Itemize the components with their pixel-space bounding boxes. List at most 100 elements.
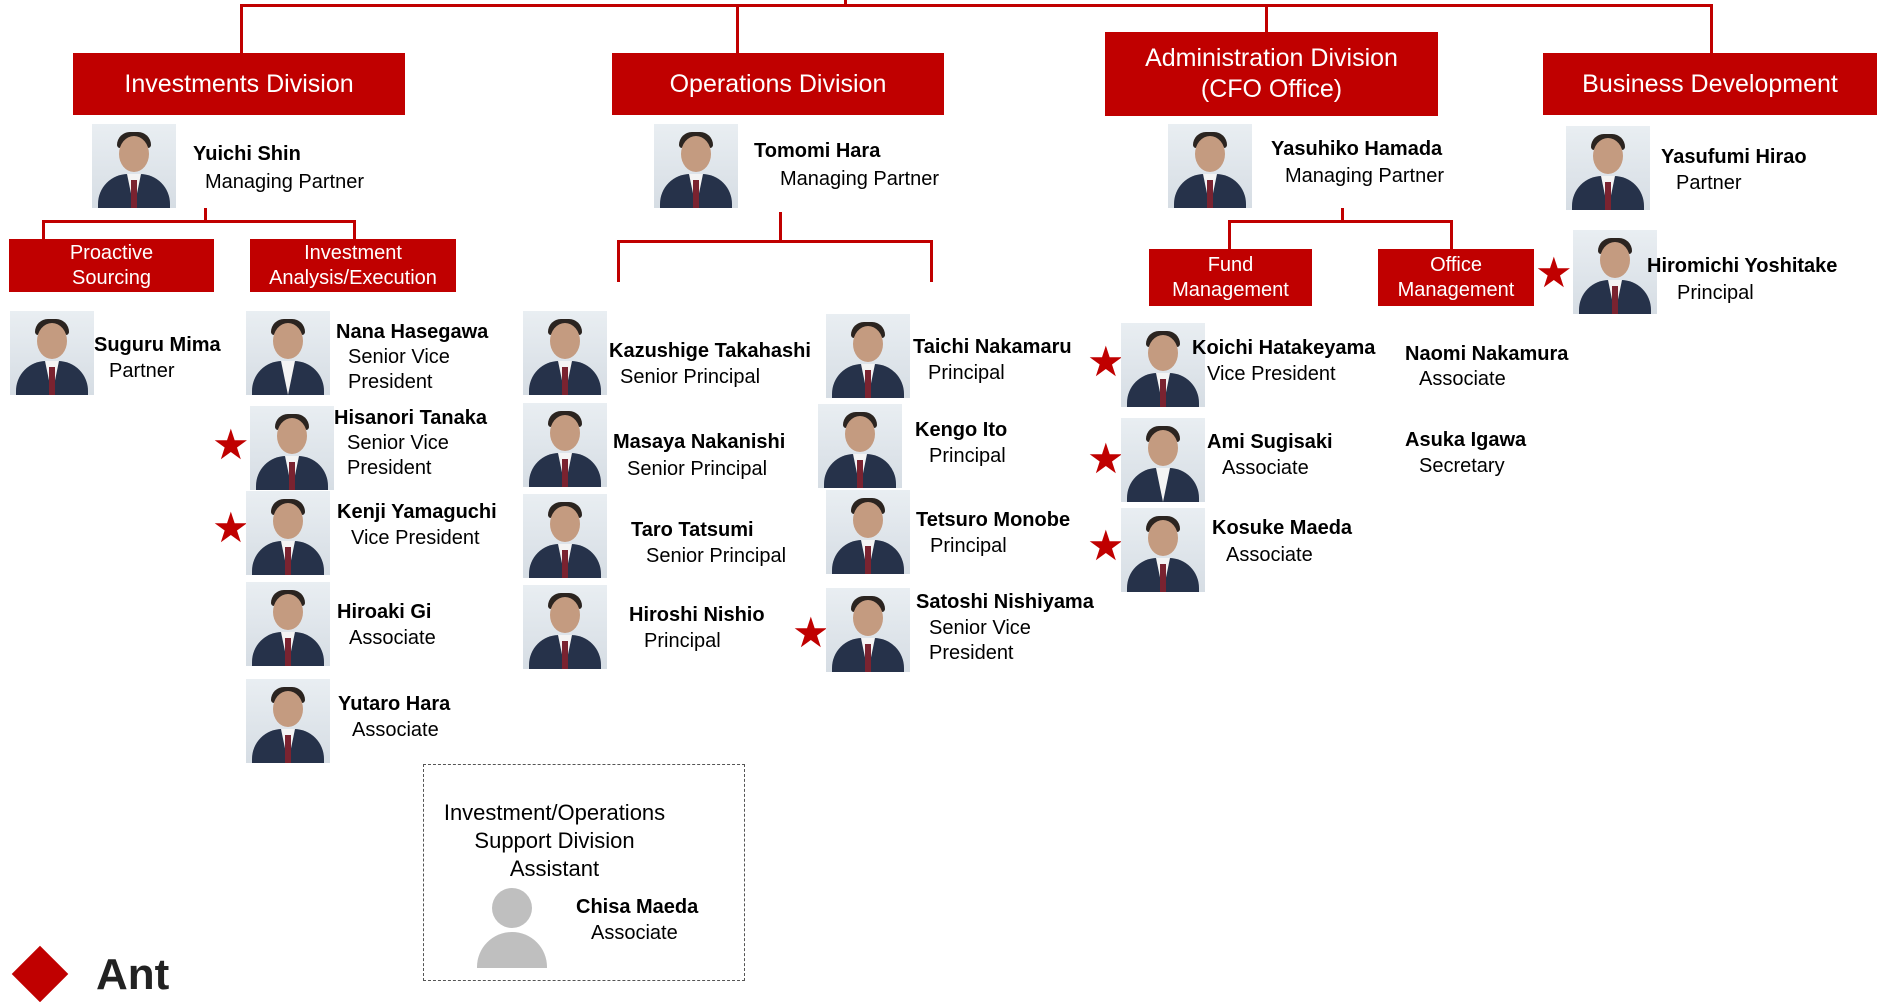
taro-tatsumi-role: Senior Principal [646, 545, 787, 567]
yutaro-hara-name: Yutaro Hara [338, 693, 451, 715]
kengo-ito-name: Kengo Ito [915, 419, 1008, 441]
office-management-label: Office Management [1397, 253, 1515, 301]
asuka-igawa-name: Asuka Igawa [1405, 429, 1527, 451]
business-dev-drop [1710, 4, 1713, 54]
hiroaki-gi-photo [246, 582, 330, 666]
fund-drop [1228, 220, 1231, 250]
star-icon: ★ [1087, 338, 1125, 385]
koichi-hatakeyama-name: Koichi Hatakeyama [1192, 337, 1376, 359]
person-silhouette-icon [477, 888, 547, 968]
proactive-sourcing-label: Proactive Sourcing [69, 241, 154, 289]
yuichi-shin-name: Yuichi Shin [193, 143, 301, 165]
hisanori-tanaka-name: Hisanori Tanaka [334, 407, 488, 429]
kosuke-maeda-role: Associate [1226, 544, 1313, 566]
asuka-igawa-role: Secretary [1419, 455, 1505, 477]
tetsuro-monobe-name: Tetsuro Monobe [916, 509, 1071, 531]
taichi-nakamaru-name: Taichi Nakamaru [913, 336, 1072, 358]
star-icon: ★ [792, 609, 830, 656]
hisanori-tanaka-role: Senior Vice President [347, 432, 449, 479]
naomi-nakamura-role: Associate [1419, 368, 1506, 390]
operations-division-box: Operations Division [612, 53, 944, 115]
hiroaki-gi-role: Associate [349, 627, 436, 649]
nana-hasegawa-role: Senior Vice President [348, 346, 450, 393]
investment-analysis-box: Investment Analysis/Execution [250, 239, 456, 292]
tomomi-hara-photo [654, 124, 738, 208]
suguru-mima-photo [10, 311, 94, 395]
tomomi-hara-name: Tomomi Hara [754, 140, 881, 162]
kenji-yamaguchi-role: Vice President [351, 527, 480, 549]
admin-sub-drop [1341, 208, 1344, 222]
top-connector-stub [844, 0, 847, 6]
tetsuro-monobe-role: Principal [930, 535, 1007, 557]
kengo-ito-role: Principal [929, 445, 1006, 467]
support-division-title: Investment/Operations Support Division A… [443, 800, 666, 881]
yutaro-hara-photo [246, 679, 330, 763]
nana-hasegawa-name: Nana Hasegawa [336, 321, 489, 343]
kazushige-takahashi-photo [523, 311, 607, 395]
kenji-yamaguchi-photo [246, 491, 330, 575]
investment-analysis-label: Investment Analysis/Execution [269, 241, 437, 289]
yutaro-hara-role: Associate [352, 719, 439, 741]
operations-left-drop [617, 240, 620, 282]
satoshi-nishiyama-name: Satoshi Nishiyama [916, 591, 1094, 613]
investments-sub-bar [42, 220, 356, 223]
yasufumi-hirao-name: Yasufumi Hirao [1661, 146, 1807, 168]
hiromichi-yoshitake-photo [1573, 230, 1657, 314]
administration-drop [1265, 4, 1268, 34]
office-management-box: Office Management [1378, 249, 1534, 306]
yuichi-shin-role: Managing Partner [205, 171, 364, 193]
administration-division-label: Administration Division (CFO Office) [1145, 44, 1398, 103]
kenji-yamaguchi-name: Kenji Yamaguchi [337, 501, 497, 523]
masaya-nakanishi-photo [523, 403, 607, 487]
logo-text: Ant [96, 950, 170, 999]
admin-sub-bar [1228, 220, 1453, 223]
yuichi-shin-photo [92, 124, 176, 208]
tomomi-hara-role: Managing Partner [780, 168, 939, 190]
taichi-nakamaru-photo [826, 314, 910, 398]
hiroshi-nishio-photo [523, 585, 607, 669]
masaya-nakanishi-role: Senior Principal [627, 458, 768, 480]
taichi-nakamaru-role: Principal [928, 362, 1005, 384]
proactive-drop [42, 220, 45, 240]
operations-sub-bar [617, 240, 933, 243]
yasufumi-hirao-role: Partner [1676, 172, 1742, 194]
hiroaki-gi-name: Hiroaki Gi [337, 601, 432, 623]
hiroshi-nishio-name: Hiroshi Nishio [629, 604, 765, 626]
suguru-mima-name: Suguru Mima [94, 334, 221, 356]
analysis-drop [353, 220, 356, 240]
ami-sugisaki-role: Associate [1222, 457, 1309, 479]
fund-management-box: Fund Management [1149, 249, 1312, 306]
kazushige-takahashi-name: Kazushige Takahashi [609, 340, 811, 362]
star-icon: ★ [212, 504, 250, 551]
operations-division-label: Operations Division [669, 69, 887, 98]
office-drop [1450, 220, 1453, 250]
koichi-hatakeyama-role: Vice President [1207, 363, 1336, 385]
ami-sugisaki-name: Ami Sugisaki [1207, 431, 1333, 453]
investments-drop [240, 4, 243, 54]
hiromichi-yoshitake-role: Principal [1677, 282, 1754, 304]
tetsuro-monobe-photo [826, 490, 910, 574]
taro-tatsumi-name: Taro Tatsumi [631, 519, 754, 541]
chisa-maeda-name: Chisa Maeda [576, 896, 699, 918]
yasuhiko-hamada-role: Managing Partner [1285, 165, 1444, 187]
chisa-maeda-role: Associate [591, 922, 678, 944]
kazushige-takahashi-role: Senior Principal [620, 366, 761, 388]
kosuke-maeda-name: Kosuke Maeda [1212, 517, 1353, 539]
koichi-hatakeyama-photo [1121, 323, 1205, 407]
star-icon: ★ [1535, 249, 1573, 296]
satoshi-nishiyama-photo [826, 588, 910, 672]
investments-division-box: Investments Division [73, 53, 405, 115]
yasufumi-hirao-photo [1566, 126, 1650, 210]
nana-hasegawa-photo [246, 311, 330, 395]
taro-tatsumi-photo [523, 494, 607, 578]
hiroshi-nishio-role: Principal [644, 630, 721, 652]
star-icon: ★ [1087, 435, 1125, 482]
proactive-sourcing-box: Proactive Sourcing [9, 239, 214, 292]
yasuhiko-hamada-name: Yasuhiko Hamada [1271, 138, 1443, 160]
masaya-nakanishi-name: Masaya Nakanishi [613, 431, 786, 453]
business-development-box: Business Development [1543, 53, 1877, 115]
hisanori-tanaka-photo [250, 406, 334, 490]
top-connector [240, 4, 1712, 7]
hiromichi-yoshitake-name: Hiromichi Yoshitake [1647, 255, 1838, 277]
operations-right-drop [930, 240, 933, 282]
